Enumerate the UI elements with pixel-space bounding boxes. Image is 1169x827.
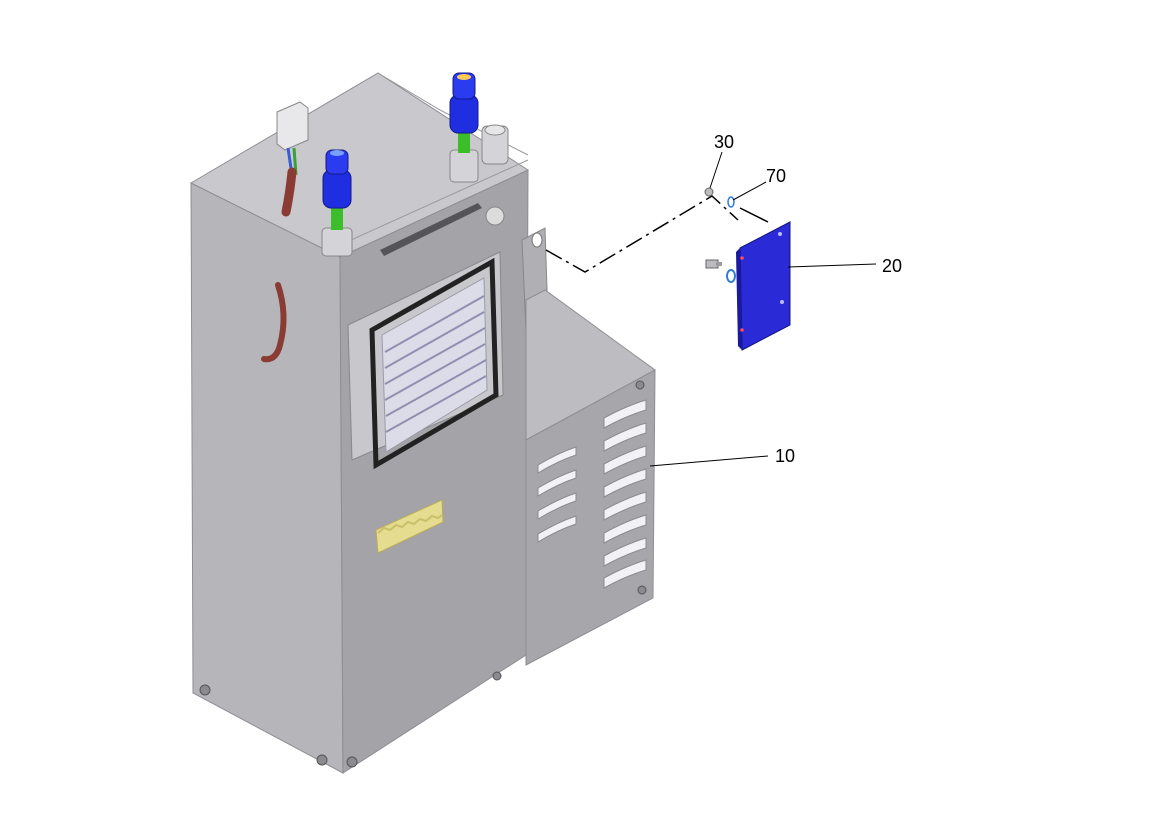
filter-gasket	[369, 257, 499, 470]
screw-30	[704, 187, 714, 197]
filter-mesh	[381, 277, 488, 453]
red-hose	[261, 282, 287, 363]
sensor-port	[485, 206, 505, 226]
callout-30: 30	[714, 132, 734, 152]
cable	[281, 167, 297, 217]
leader-line-30	[709, 151, 723, 189]
housing-top-face	[189, 72, 530, 258]
cover-plate	[736, 221, 791, 351]
leader-line-10	[649, 455, 769, 467]
vent-louvers	[537, 399, 647, 589]
lower-box-front	[525, 369, 656, 666]
leader-line-70	[732, 181, 767, 201]
screw-lower	[705, 259, 722, 269]
connector-line-plate	[739, 207, 769, 223]
fitting-left	[321, 149, 353, 257]
callout-20: 20	[882, 256, 902, 276]
connector-plug	[276, 101, 309, 151]
warning-label	[375, 499, 444, 554]
main-housing	[189, 72, 656, 774]
callout-10: 10	[775, 446, 795, 466]
washer-70	[727, 196, 735, 208]
callout-70: 70	[766, 166, 786, 186]
fitting-right	[449, 72, 479, 183]
leader-line-20	[787, 263, 877, 268]
washer-lower	[726, 269, 736, 283]
housing-left-face	[190, 182, 344, 774]
assembly-path-line	[545, 195, 739, 273]
cable-gland	[481, 124, 509, 165]
top-slot	[380, 203, 482, 256]
